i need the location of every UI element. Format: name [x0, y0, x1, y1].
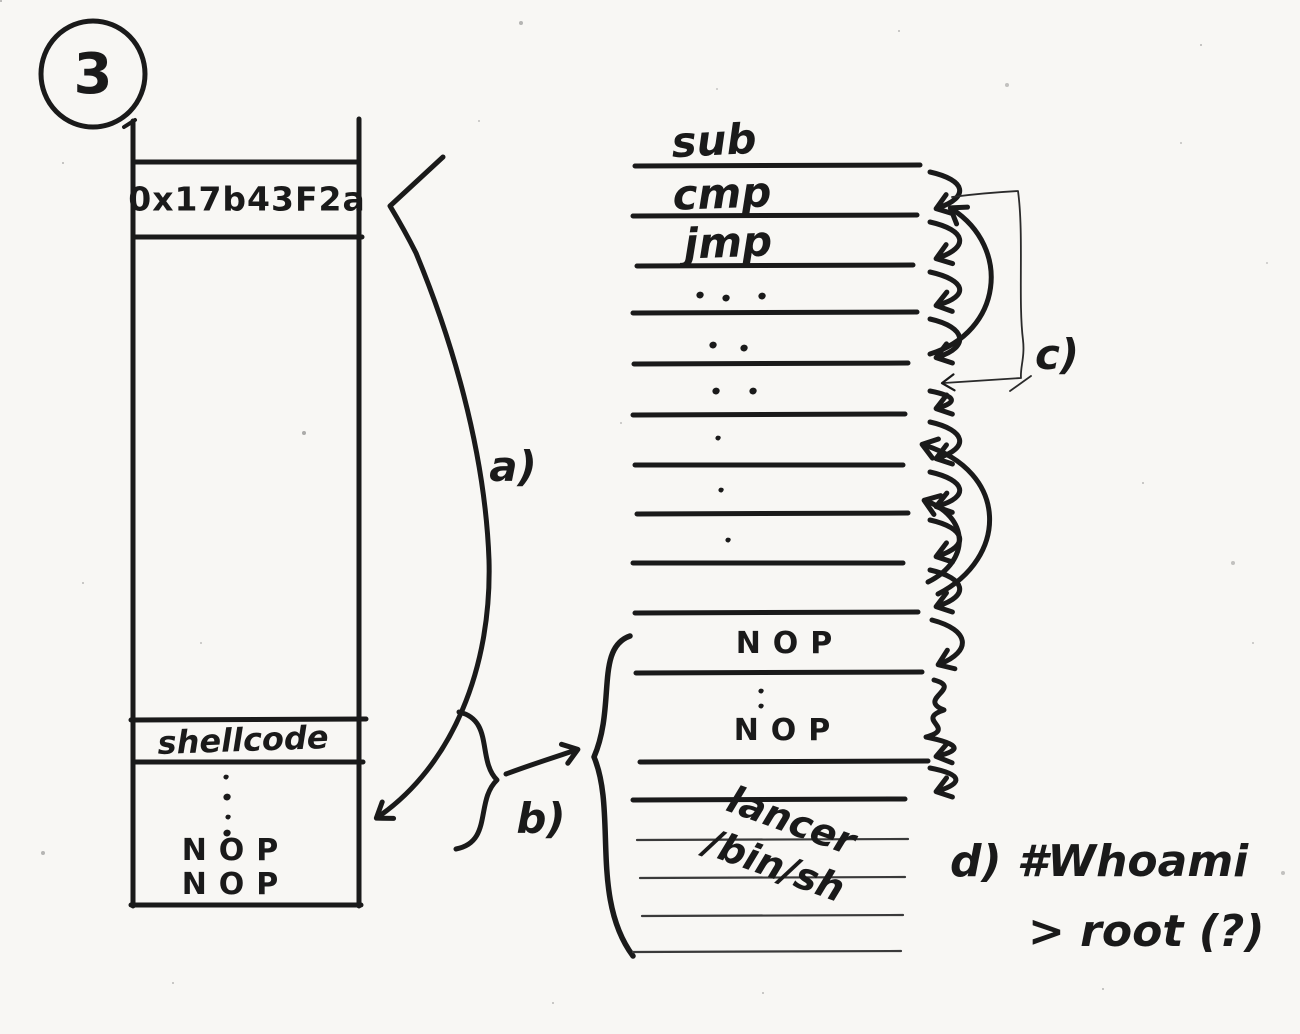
- label-b: b): [516, 794, 566, 843]
- stack-line-shellcode-top: [128, 716, 369, 723]
- scan-speckles: [0, 0, 2, 2]
- hook-arrow: [927, 388, 955, 417]
- arrow-b-to-listing: [503, 741, 581, 777]
- jump-c-connector: [940, 190, 1032, 392]
- listing-line: [630, 309, 920, 316]
- listing-line: [631, 360, 911, 367]
- listing-instr-jmp: jmp: [683, 216, 773, 269]
- loop-arc: [919, 436, 992, 597]
- listing-line: [634, 510, 911, 517]
- listing-line-thin: [631, 949, 903, 954]
- hook-arrow: [927, 469, 962, 515]
- figure-number-circle: [38, 18, 148, 130]
- listing-instr-cmp: cmp: [671, 167, 773, 220]
- listing-line: [634, 262, 916, 269]
- listing-instr-sub: sub: [670, 113, 758, 168]
- jump-c-foot-tick: [1009, 375, 1032, 392]
- listing-line: [633, 669, 925, 676]
- hook-arrow: [927, 269, 962, 314]
- loop-back-arcs: [919, 204, 994, 597]
- figure-number: 3: [73, 42, 113, 107]
- listing-line: [630, 212, 920, 219]
- stack-nop-bottom: NOP: [181, 867, 291, 902]
- label-a: a): [489, 442, 537, 491]
- label-c: c): [1034, 330, 1080, 379]
- listing-lines-thin: [631, 837, 910, 954]
- listing-line: [632, 609, 921, 616]
- flow-hook-arrows: [923, 169, 965, 800]
- loop-arc: [921, 493, 962, 585]
- hook-arrow-zigzag: [923, 677, 957, 766]
- loop-arc: [927, 204, 994, 357]
- brace-small-shellcode: [453, 709, 500, 852]
- stack-nop-top: NOP: [181, 833, 291, 868]
- hook-arrow: [929, 617, 965, 672]
- hook-arrow: [927, 219, 962, 267]
- label-d-root: > root (?): [1028, 906, 1265, 957]
- stack-return-address: 0x17b43F2a: [128, 179, 366, 219]
- listing-line-thin: [638, 875, 907, 880]
- listing-line: [630, 411, 908, 418]
- stack-top-tick: [122, 118, 137, 129]
- stack-box: [122, 116, 369, 909]
- listing-line-thin: [635, 837, 910, 842]
- listing-line-thin: [640, 913, 905, 918]
- label-d-whoami: d) #Whoami: [950, 836, 1249, 887]
- listing-lines: [630, 162, 931, 803]
- listing-line: [632, 162, 923, 169]
- hook-arrow: [927, 169, 962, 217]
- listing-nop-last: NOP: [733, 713, 843, 748]
- stack-shellcode-label: shellcode: [156, 718, 330, 762]
- hook-arrow: [927, 765, 959, 800]
- arrow-a-return-address-curve: [373, 154, 492, 821]
- listing-nop-first: NOP: [735, 626, 845, 661]
- jump-c-path: [940, 190, 1025, 392]
- listing-line: [630, 796, 908, 803]
- brace-big-nop-sled: [591, 633, 636, 959]
- listing-line: [637, 758, 931, 765]
